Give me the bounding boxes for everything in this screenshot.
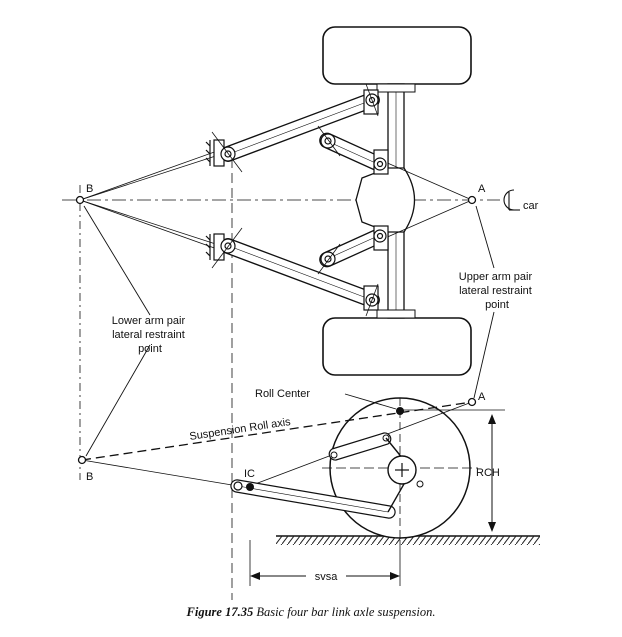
label-a-side: A: [478, 391, 486, 403]
label-car: car: [523, 200, 539, 212]
tire-bottom: [322, 317, 472, 376]
restraint-line-2: [79, 199, 229, 249]
axle-bracket-bottom-outer: [363, 283, 379, 317]
label-upper-arm: Upper arm pair lateral restraint point: [459, 271, 535, 311]
label-b-side: B: [86, 471, 93, 483]
label-roll-axis: Suspension Roll axis: [189, 416, 292, 443]
point-a-side: [467, 397, 477, 407]
figure-number: Figure 17.35: [186, 605, 254, 619]
frame-bracket-lower-left: [205, 227, 243, 269]
ground-hatch: [276, 536, 540, 545]
figure-caption-text: Basic four bar link axle suspension.: [256, 605, 436, 619]
figure-caption: Figure 17.35 Basic four bar link axle su…: [0, 605, 622, 620]
label-ic: IC: [244, 468, 255, 480]
side-view: [77, 311, 540, 586]
pivot-lower-inner: [317, 243, 341, 275]
side-upper-link: [328, 432, 392, 461]
label-svsa: svsa: [315, 571, 339, 583]
frame-bracket-upper-left: [205, 131, 243, 173]
tire-top: [322, 26, 472, 85]
restraint-line-1: [79, 151, 229, 201]
differential: [355, 167, 416, 233]
label-b-top: B: [86, 183, 93, 195]
leader-lower-arm: [83, 205, 151, 316]
label-lower-arm: Lower arm pair lateral restraint point: [112, 315, 188, 355]
ic-point: [246, 483, 254, 491]
axle-bracket-bottom-inner: [373, 225, 389, 251]
label-rch: RCH: [476, 467, 500, 479]
point-a-top: [467, 195, 477, 205]
leader-upper-arm-side: [473, 311, 495, 399]
suspension-roll-axis: [81, 401, 473, 461]
axle-flange-bottom: [376, 309, 416, 319]
label-a-top: A: [478, 183, 486, 195]
small-circle-o: [416, 480, 424, 488]
point-b-top: [75, 195, 85, 205]
ic-point-hollow: [233, 481, 243, 491]
centerline-symbol: [503, 189, 520, 211]
pivot-upper-inner: [317, 125, 341, 157]
suspension-diagram: B A car Upper arm pair lateral restraint…: [62, 26, 540, 600]
axle-flange-top: [376, 83, 416, 93]
plan-view: [62, 26, 520, 600]
leader-upper-arm: [475, 205, 495, 269]
leader-lower-arm-side: [85, 344, 151, 457]
axle-bracket-top-inner: [373, 149, 389, 175]
label-roll-center: Roll Center: [255, 388, 310, 400]
axle-bracket-top-outer: [363, 83, 379, 117]
leader-roll-center: [344, 393, 397, 410]
roll-center-point: [396, 407, 404, 415]
point-b-side: [77, 455, 87, 465]
